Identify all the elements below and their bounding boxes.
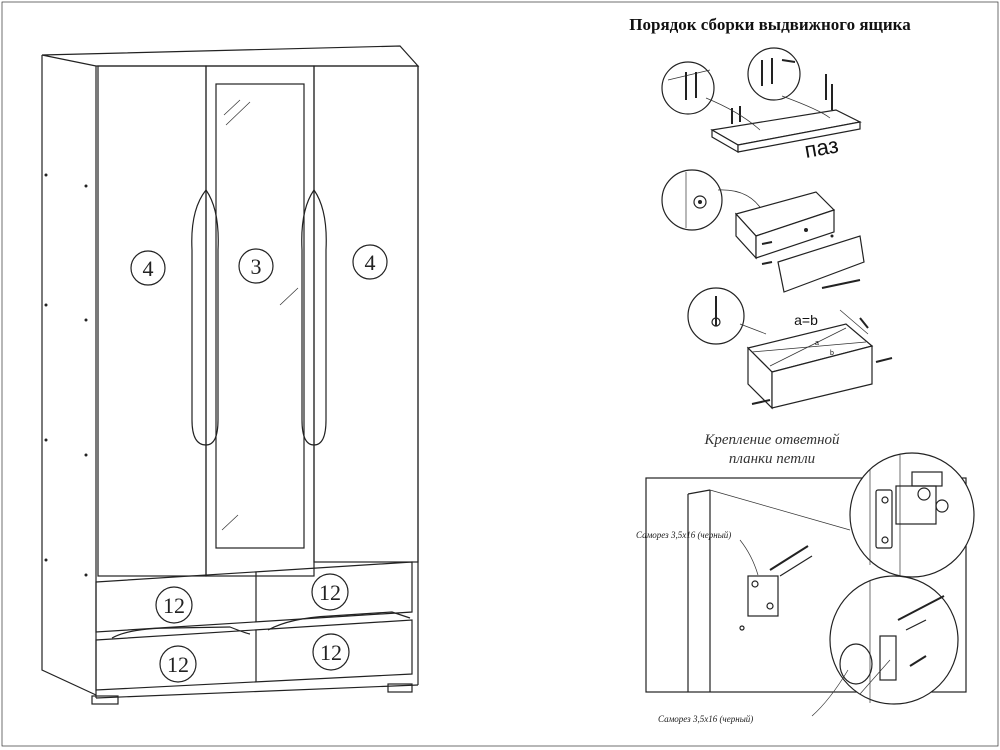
drawer-row-top xyxy=(95,561,413,633)
drawer-handle-right xyxy=(267,611,411,631)
hinge-cup-hole xyxy=(839,643,873,685)
drawer-tr-callout xyxy=(311,573,349,611)
drawer-row-bottom xyxy=(95,619,413,691)
drawer-top-right-number: 12 xyxy=(319,580,341,605)
step1-detail-circle-left xyxy=(661,61,715,115)
wardrobe-top xyxy=(41,45,420,67)
step3-detail-circle xyxy=(687,287,745,345)
door-center-callout xyxy=(238,248,274,284)
hinge-detail-circle-top xyxy=(849,452,975,578)
wardrobe-drawing: 4 3 4 12 12 12 12 xyxy=(41,45,420,705)
hinge-title-line2: планки петли xyxy=(729,451,815,467)
step1-detail-circle-right xyxy=(747,47,801,101)
wardrobe-side xyxy=(41,55,97,696)
hinge-detail-circle-bottom xyxy=(829,575,959,705)
door-right-number: 4 xyxy=(365,250,376,275)
door-left-callout xyxy=(130,250,166,286)
drawer-bottom-left-number: 12 xyxy=(167,652,189,677)
hinge-title-line1: Крепление ответной xyxy=(703,432,840,448)
left-door xyxy=(97,65,207,577)
hinge-plate xyxy=(739,545,813,631)
groove-label: паз xyxy=(803,132,841,163)
left-handle xyxy=(191,189,207,446)
drawer-br-callout xyxy=(312,633,350,671)
drawer-top-left-number: 12 xyxy=(163,593,185,618)
equal-diagonals-label: a=b xyxy=(794,312,818,328)
leg-right xyxy=(387,683,413,693)
step-2-panel xyxy=(661,169,865,293)
step-3-panel: a=b a b xyxy=(687,287,893,410)
screw-note-bottom: Саморез 3,5х16 (черный) xyxy=(658,714,753,724)
mirror xyxy=(215,83,305,549)
leg-left xyxy=(91,695,119,705)
step-1-panel: паз xyxy=(661,47,862,163)
hinge-frame xyxy=(645,477,967,693)
drawer-handle-left xyxy=(111,626,251,639)
right-door xyxy=(313,65,419,563)
drawer-tl-callout xyxy=(155,586,193,624)
side-holes xyxy=(44,173,88,577)
drawer-bottom-right-number: 12 xyxy=(320,640,342,665)
diag-a-label: a xyxy=(815,340,819,347)
hinge-panel: Саморез 3,5х16 (черный) Саморез 3,5х16 (… xyxy=(636,452,975,724)
door-right-callout xyxy=(352,244,388,280)
center-door xyxy=(205,65,315,577)
right-handle xyxy=(313,189,327,446)
page-title: Порядок сборки выдвижного ящика xyxy=(629,15,911,34)
screw-note-top: Саморез 3,5х16 (черный) xyxy=(636,530,731,540)
door-center-number: 3 xyxy=(251,254,262,279)
door-left-number: 4 xyxy=(143,256,154,281)
step2-detail-circle xyxy=(661,169,723,231)
hinge-mounting-plate xyxy=(875,489,893,549)
diag-b-label: b xyxy=(830,350,834,357)
drawer-bl-callout xyxy=(159,645,197,683)
drawer-front xyxy=(777,235,865,293)
